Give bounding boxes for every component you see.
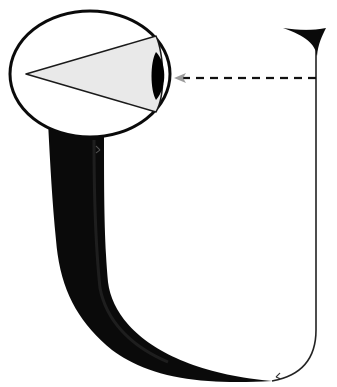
nib-magnifier [10,11,170,137]
u-hairline-stroke [272,36,316,381]
hairline-arrow-mark [276,373,281,379]
u-top-serif [283,28,326,56]
u-thick-downstroke [48,122,272,382]
